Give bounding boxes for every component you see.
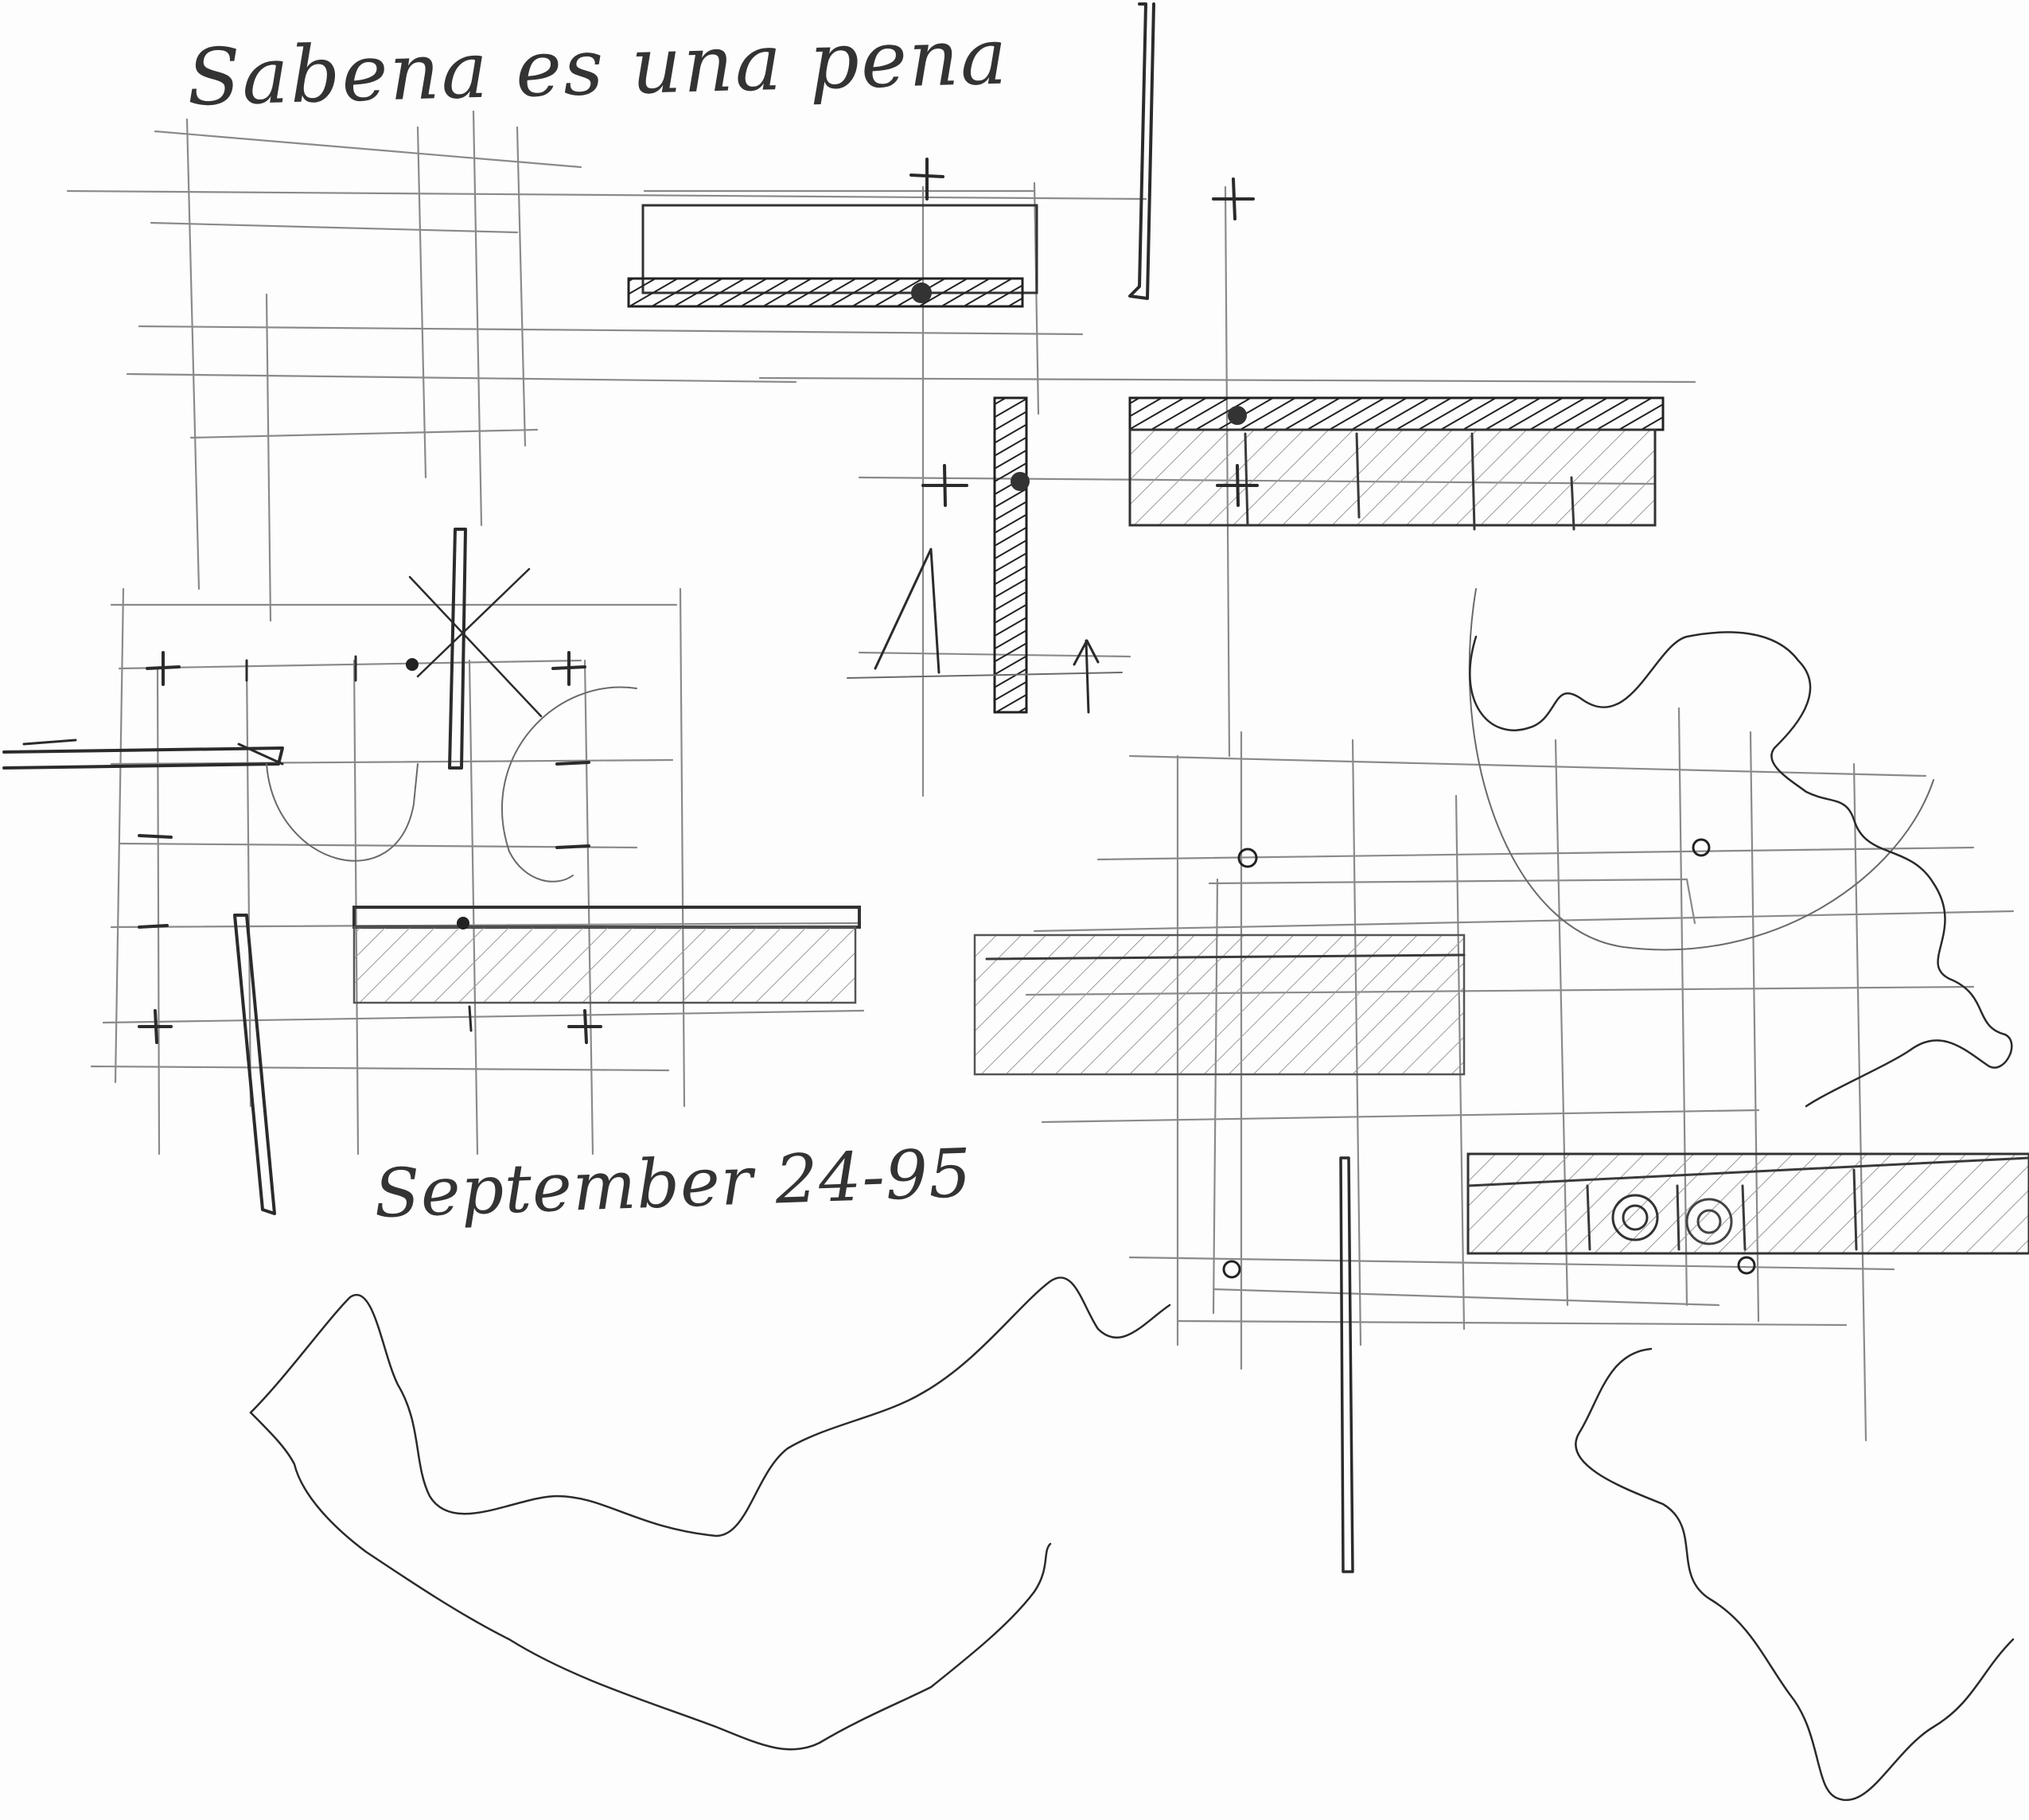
arm-left [2, 739, 284, 770]
beam-lower-right [1466, 1152, 2029, 1255]
open-circles [1222, 838, 1756, 1279]
coastline-lower-right [1575, 1347, 2015, 1802]
plan-markers-left [138, 651, 602, 1044]
coastline-upper-right [1469, 631, 2013, 1108]
coastline-lower-left [249, 1276, 1171, 1751]
triangle-sign [847, 548, 1123, 679]
wall-slanted-left [233, 914, 276, 1215]
column-with-cross [406, 528, 543, 770]
grid-left-plan [90, 587, 865, 1156]
wall-vertical-hatched [921, 396, 1030, 714]
column-top [1128, 2, 1155, 300]
plus-markers-top [909, 158, 1255, 220]
arc-right [1468, 588, 1934, 951]
beam-left-plan [352, 906, 861, 1032]
beam-top-left [627, 204, 1038, 308]
up-arrow-icon [1073, 639, 1100, 714]
arcs-left [266, 686, 637, 883]
slab-center [973, 933, 1466, 1076]
grid-upper-left [66, 110, 1147, 622]
post-lower-center [1339, 1156, 1354, 1573]
beam-right [1128, 396, 1665, 531]
